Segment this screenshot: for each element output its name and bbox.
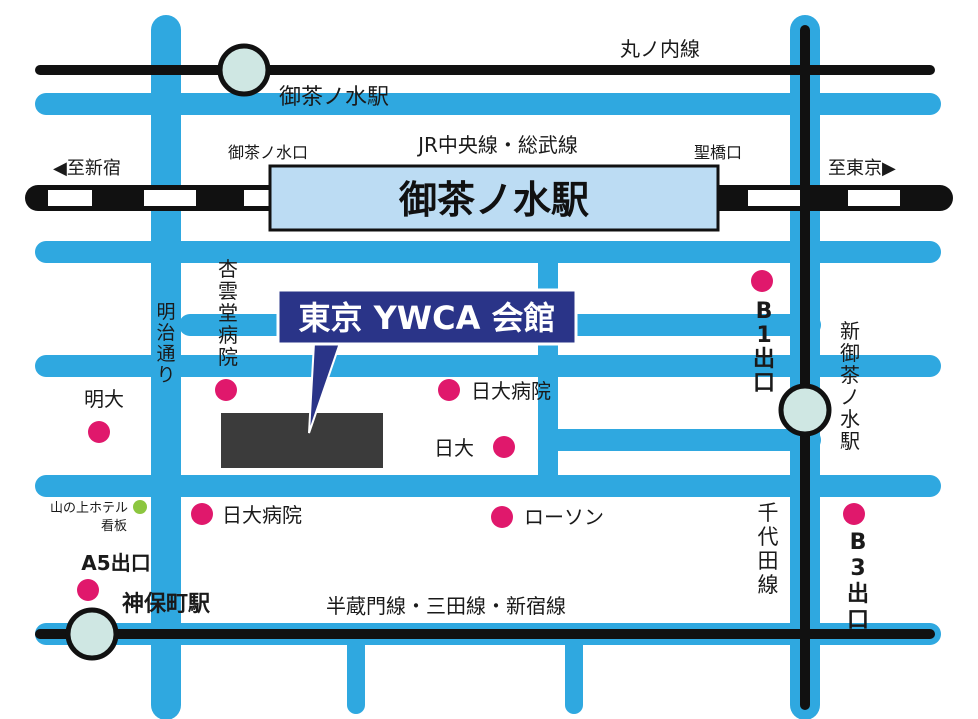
rail-jr-stripes — [48, 190, 900, 206]
label-ochanomizu-exit: 御茶ノ水口 — [228, 143, 308, 162]
label-a5-exit: A5出口 — [81, 551, 150, 575]
ywca-callout: 東京 YWCA 会館 — [276, 288, 578, 434]
label-nichidai: 日大 — [434, 436, 474, 460]
label-yamanoue-2: 看板 — [101, 518, 127, 534]
poi-a5-exit — [77, 579, 99, 601]
label-ochanomizu-top: 御茶ノ水駅 — [279, 85, 389, 110]
poi-kyounkaku — [215, 379, 237, 401]
ywca-label: 東京 YWCA 会館 — [298, 299, 555, 337]
poi-markers — [77, 270, 865, 601]
label-kyounkaku: 杏雲堂病院 — [218, 257, 238, 369]
label-lawson: ローソン — [524, 505, 604, 529]
label-shin-ochanomizu: 新御茶ノ水駅 — [840, 319, 860, 453]
poi-lawson — [491, 506, 513, 528]
callout-box — [276, 288, 578, 346]
label-jr-lines: JR中央線・総武線 — [416, 133, 578, 157]
station-ochanomizu-marunouchi — [217, 43, 271, 97]
label-jimbocho: 神保町駅 — [122, 591, 210, 617]
station-markers — [65, 43, 832, 661]
label-lower-lines: 半蔵門線・三田線・新宿線 — [326, 594, 566, 618]
ywca-building — [221, 413, 383, 468]
poi-nichidai-hospital-1 — [438, 379, 460, 401]
poi-meidai — [88, 421, 110, 443]
label-meidai: 明大 — [84, 387, 124, 411]
label-hijiribashi: 聖橋口 — [694, 143, 742, 162]
map-labels: 丸ノ内線 御茶ノ水駅 御茶ノ水口 JR中央線・総武線 聖橋口 ◀至新宿 至東京▶… — [50, 37, 896, 618]
label-nichidai-hospital-2: 日大病院 — [222, 503, 302, 527]
jr-station-box — [268, 164, 720, 232]
jr-station-name: 御茶ノ水駅 — [398, 178, 589, 222]
label-yamanoue-1: 山の上ホテル — [50, 501, 128, 516]
poi-nichidai-hospital-2 — [191, 503, 213, 525]
poi-b3-exit — [843, 503, 865, 525]
poi-nichidai — [493, 436, 515, 458]
poi-b1-exit — [751, 270, 773, 292]
label-chiyoda: 千代田線 — [758, 501, 779, 597]
station-jimbocho — [65, 607, 119, 661]
sign-yamanoue — [133, 500, 147, 514]
label-marunouchi: 丸ノ内線 — [620, 37, 700, 61]
label-nichidai-hospital-1: 日大病院 — [471, 379, 551, 403]
label-meiji-dori: 明治通り — [156, 301, 175, 386]
label-to-tokyo: 至東京▶ — [828, 158, 896, 179]
station-shin-ochanomizu — [778, 383, 832, 437]
label-to-shinjuku: ◀至新宿 — [53, 158, 121, 179]
